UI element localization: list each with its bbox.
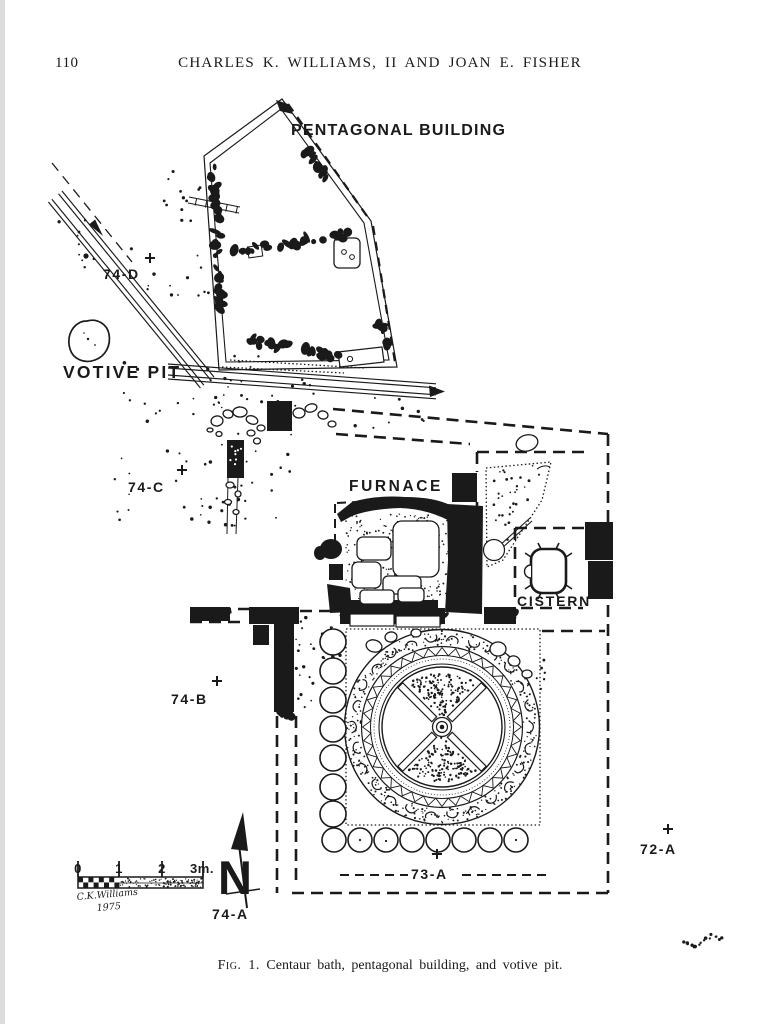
cistern-structure — [482, 461, 573, 600]
centaur-bath — [343, 628, 541, 826]
north-arrowhead-icon — [231, 812, 248, 851]
road-arrow-icon — [429, 385, 445, 397]
pentagonal-building-label: PENTAGONAL BUILDING — [291, 122, 506, 139]
rubble-walls — [190, 145, 613, 721]
grid-label-74d: 74-D — [103, 266, 140, 282]
grid-label-74b: 74-B — [171, 691, 208, 707]
grid-label-72a: 72-A — [640, 841, 677, 857]
pentagonal-building — [187, 98, 398, 371]
roadways — [47, 162, 445, 400]
plan-labels: PENTAGONAL BUILDING VOTIVE PIT FURNACE C… — [63, 122, 677, 922]
figure-caption: Fig. 1. Centaur bath, pentagonal buildin… — [0, 958, 780, 974]
scale-tick-1: 1 — [115, 861, 123, 876]
scan-edge — [0, 0, 5, 1024]
figure-caption-text: Centaur bath, pentagonal building, and v… — [266, 958, 563, 973]
furnace-label: FURNACE — [349, 478, 443, 495]
grid-label-73a: 73-A — [411, 866, 448, 882]
road-arrow-icon — [88, 219, 103, 236]
running-head: CHARLES K. WILLIAMS, II AND JOAN E. FISH… — [178, 55, 582, 71]
scale-tick-3m: 3m. — [190, 861, 214, 876]
stone-outlines — [206, 403, 539, 679]
grid-label-74a: 74-A — [212, 906, 249, 922]
cistern-opening — [529, 547, 568, 595]
cistern-label: CISTERN — [517, 593, 591, 609]
votive-pit — [68, 319, 111, 363]
signature-year: 1975 — [96, 901, 121, 914]
north-label: N — [218, 851, 252, 904]
grid-label-74c: 74-C — [128, 479, 165, 495]
scale-tick-2: 2 — [158, 861, 166, 876]
datum-crosses — [145, 253, 673, 859]
votive-pit-label: VOTIVE PIT — [63, 362, 181, 382]
page-number: 110 — [55, 55, 79, 71]
draftsman-signature: C.K.Williams — [76, 887, 138, 903]
scale-tick-0: 0 — [74, 861, 82, 876]
furnace-structure — [314, 496, 483, 628]
scale-bar: 0 1 2 3m. C.K.Williams 1975 — [74, 861, 214, 914]
figure-caption-number: Fig. 1. — [217, 958, 260, 973]
column-bases — [319, 628, 529, 853]
north-arrow: N — [218, 812, 261, 909]
